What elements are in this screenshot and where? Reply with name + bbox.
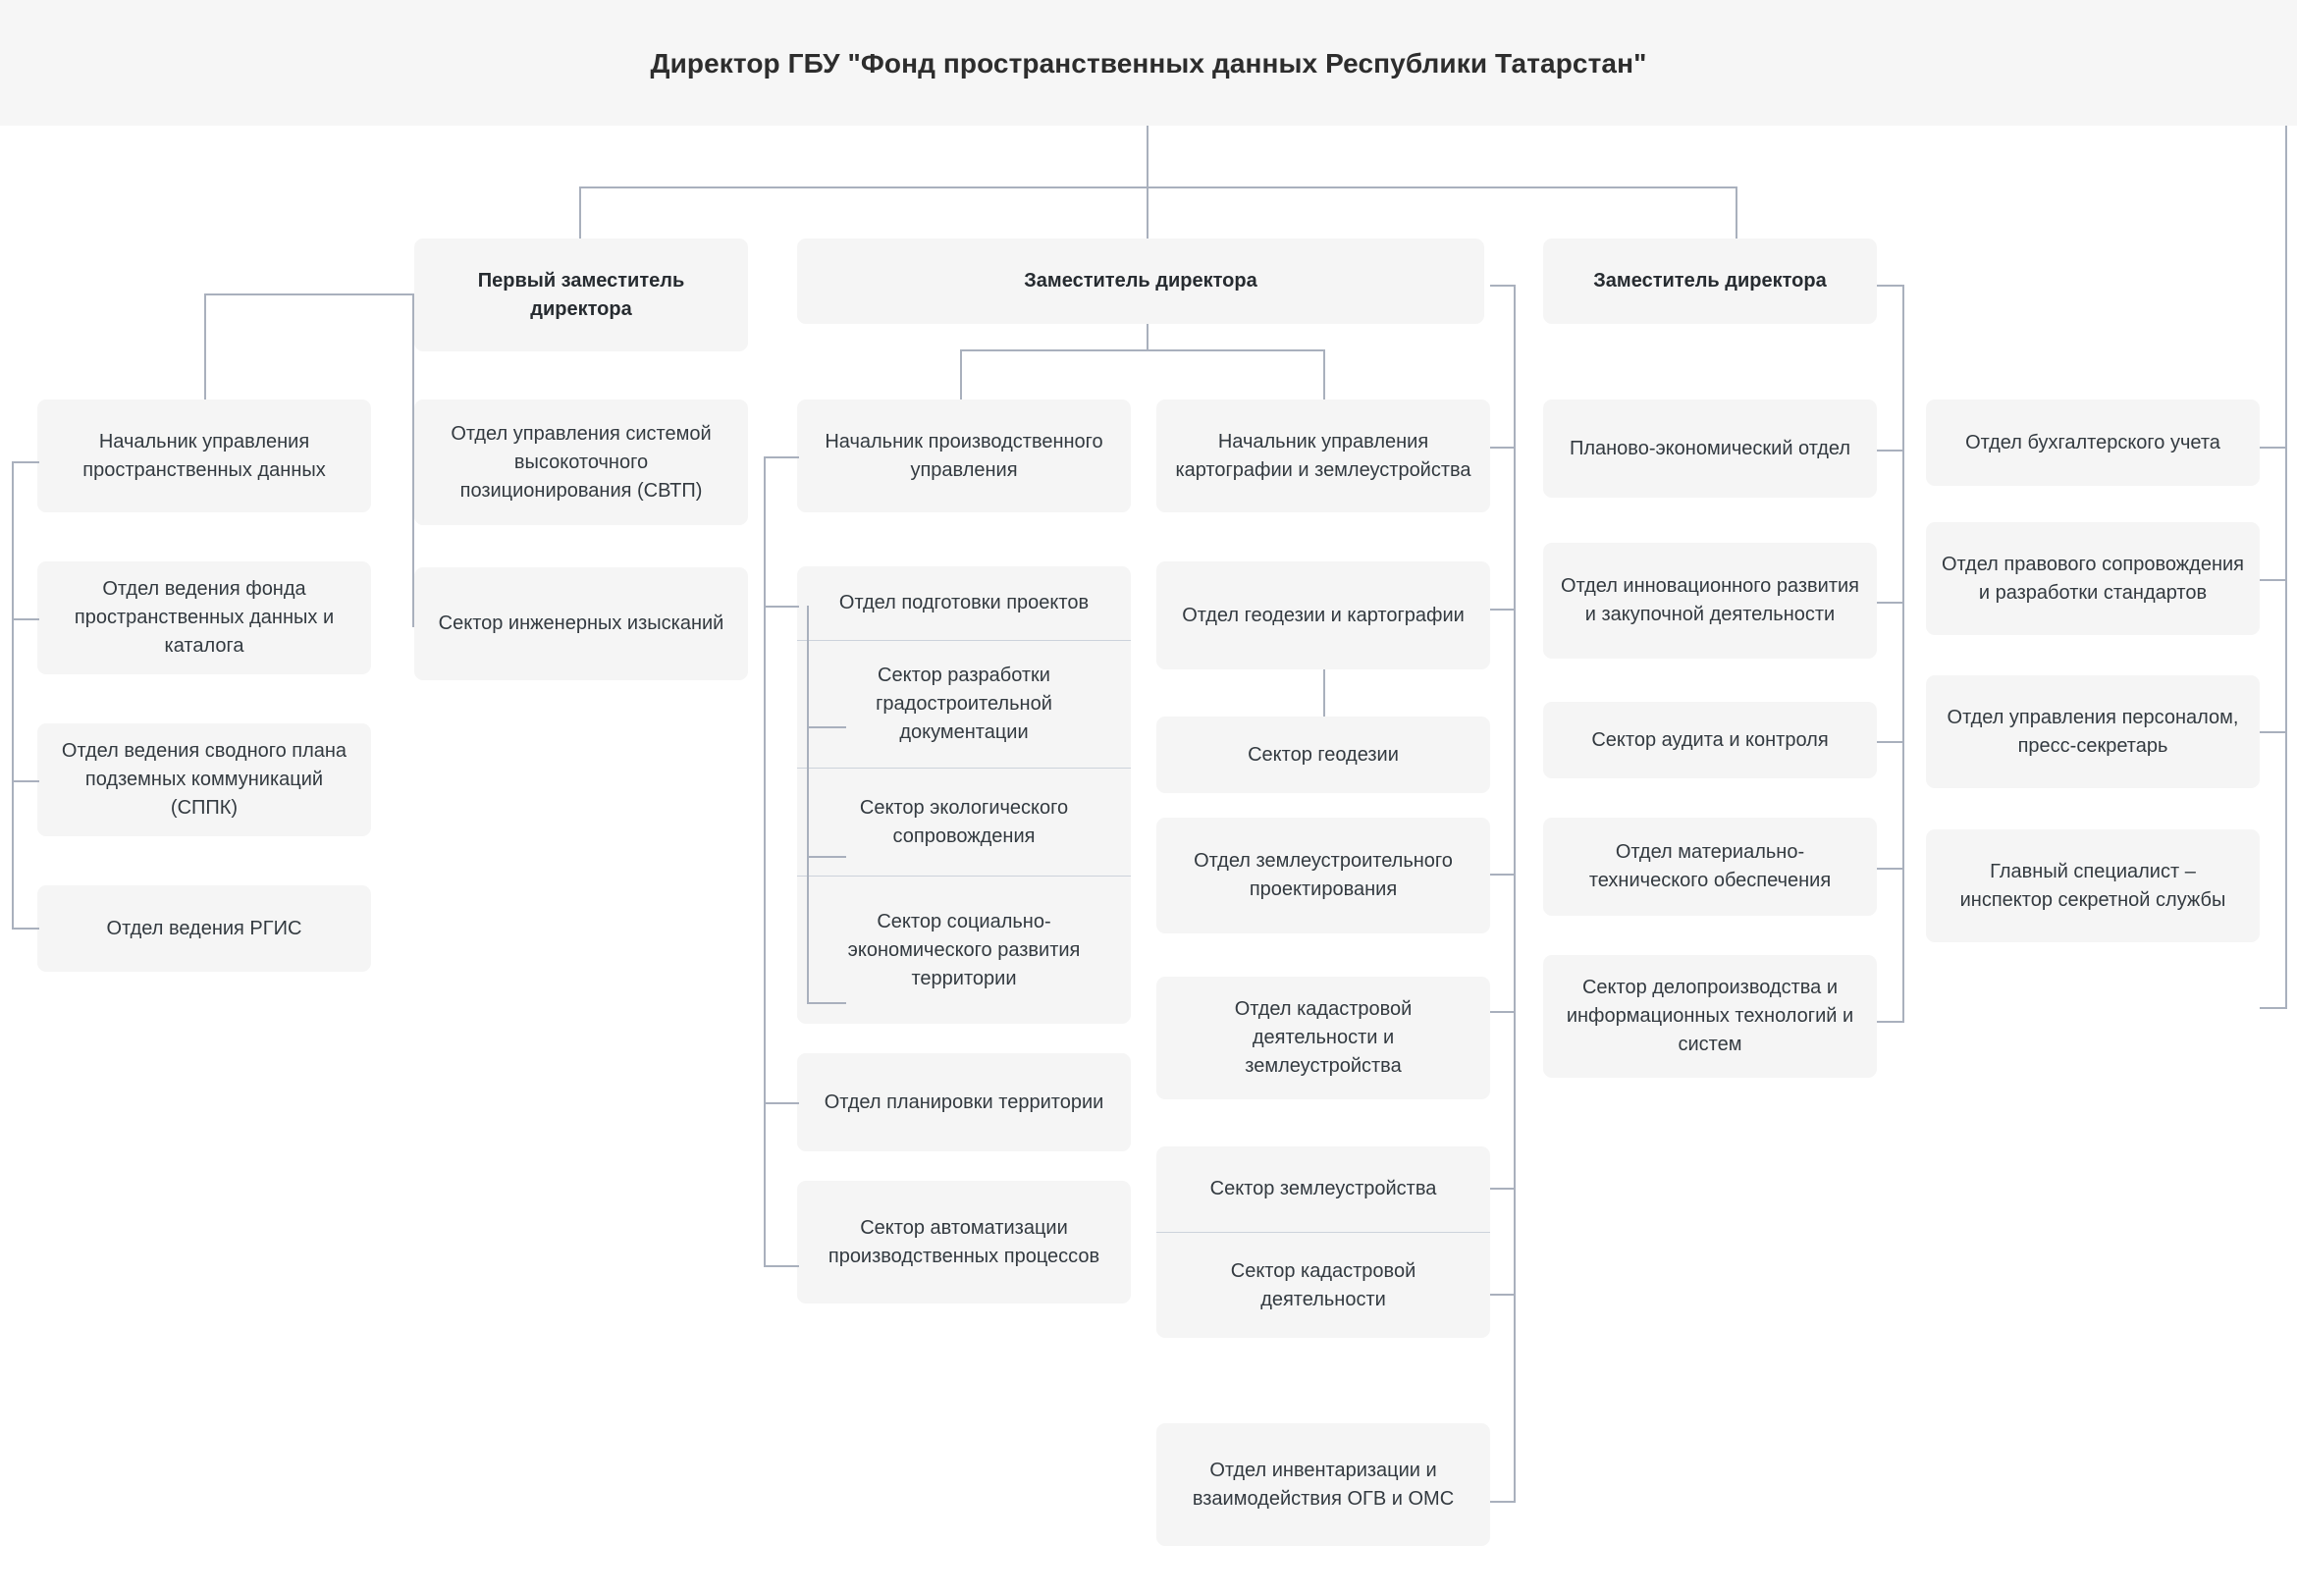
connector-col4-to-f2 <box>1490 1294 1516 1296</box>
connector-col4-to-head <box>1490 447 1516 449</box>
connector-col3-to-auto <box>764 1265 799 1267</box>
connector-deputy2-stem <box>1147 324 1148 351</box>
node-col2-b[interactable]: Сектор инженерных изысканий <box>414 567 748 680</box>
connector-col3-to-plan <box>764 1102 799 1104</box>
node-col5-c[interactable]: Сектор аудита и контроля <box>1543 702 1877 778</box>
stack-col3-projects: Отдел подготовки проектов Сектор разрабо… <box>797 566 1131 1024</box>
connector-deputy1-to-col1head-drop <box>204 293 206 399</box>
node-col3-s2[interactable]: Сектор разработки градостроительной доку… <box>797 641 1131 769</box>
node-col4-head[interactable]: Начальник управления картографии и земле… <box>1156 399 1490 512</box>
connector-col5-to-b <box>1877 602 1904 604</box>
connector-col1-to-d <box>12 928 39 930</box>
node-col5-b[interactable]: Отдел инновационного развития и закупочн… <box>1543 543 1877 659</box>
connector-col4-outer-top <box>1490 285 1516 287</box>
node-col3-s3[interactable]: Сектор экологического сопровождения <box>797 769 1131 877</box>
connector-deputy2-bus <box>960 349 1323 351</box>
connector-col3-to-head <box>764 456 799 458</box>
connector-col1-to-b <box>12 618 39 620</box>
node-col4-d[interactable]: Отдел землеустроительного проектирования <box>1156 818 1490 933</box>
connector-col4-to-b <box>1490 609 1516 611</box>
connector-col1-to-head <box>12 461 39 463</box>
connector-col3-to-group <box>764 606 799 608</box>
connector-col6-to-a <box>2260 447 2287 449</box>
node-col4-f2[interactable]: Сектор кадастровой деятельности <box>1230 1259 1416 1310</box>
connector-col4-to-g <box>1490 1501 1516 1503</box>
connector-deputy1-spine <box>412 293 414 627</box>
connector-col5-from-deputy <box>1877 285 1904 287</box>
node-col5-d[interactable]: Отдел материально-технического обеспечен… <box>1543 818 1877 916</box>
connector-col5-to-e <box>1877 1021 1904 1023</box>
node-col1-c[interactable]: Отдел ведения сводного плана подземных к… <box>37 723 371 836</box>
node-col3-s4[interactable]: Сектор социально-экономического развития… <box>847 910 1081 989</box>
page-title: Директор ГБУ "Фонд пространственных данн… <box>650 47 1647 79</box>
node-col4-c[interactable]: Сектор геодезии <box>1156 717 1490 793</box>
connector-col4-outer-spine <box>1514 285 1516 1502</box>
node-col1-d[interactable]: Отдел ведения РГИС <box>37 885 371 972</box>
connector-deputy2-to-col3 <box>960 349 962 400</box>
connector-col5-to-a <box>1877 450 1904 452</box>
node-col4-g[interactable]: Отдел инвентаризации и взаимодействия ОГ… <box>1156 1423 1490 1546</box>
node-col4-e[interactable]: Отдел кадастровой деятельности и землеус… <box>1156 977 1490 1099</box>
connector-deputy1-to-col1head-bus <box>204 293 414 295</box>
node-col4-b[interactable]: Отдел геодезии и картографии <box>1156 561 1490 669</box>
connector-col1-spine <box>12 461 14 929</box>
connector-col4-geodesy-drop <box>1323 669 1325 717</box>
node-col6-a[interactable]: Отдел бухгалтерского учета <box>1926 399 2260 486</box>
connector-deputy2-to-col4 <box>1323 349 1325 400</box>
connector-level1-bus <box>579 186 1737 188</box>
node-col1-b[interactable]: Отдел ведения фонда пространственных дан… <box>37 561 371 674</box>
node-col6-b[interactable]: Отдел правового сопровождения и разработ… <box>1926 522 2260 635</box>
node-col5-e[interactable]: Сектор делопроизводства и информационных… <box>1543 955 1877 1078</box>
connector-col3-inner-spine <box>807 606 809 1004</box>
connector-col4-to-d <box>1490 874 1516 876</box>
node-deputy-first[interactable]: Первый заместитель директора <box>414 239 748 351</box>
chart-title-band: Директор ГБУ "Фонд пространственных данн… <box>0 0 2297 126</box>
connector-col5-spine <box>1902 285 1904 1023</box>
connector-col3-spine <box>764 456 766 1266</box>
node-col3-s1[interactable]: Отдел подготовки проектов <box>797 566 1131 641</box>
connector-col6-to-d <box>2260 1007 2287 1009</box>
connector-col6-spine <box>2285 126 2287 1009</box>
connector-col4-sectors-riser <box>1514 1070 1516 1296</box>
connector-col5-to-d <box>1877 868 1904 870</box>
node-col4-f1[interactable]: Сектор землеустройства <box>1156 1146 1490 1233</box>
connector-col1-to-c <box>12 780 39 782</box>
node-col6-d[interactable]: Главный специалист – инспектор секретной… <box>1926 829 2260 942</box>
connector-col4-to-e <box>1490 1011 1516 1013</box>
connector-col6-to-c <box>2260 731 2287 733</box>
node-col2-a[interactable]: Отдел управления системой высокоточного … <box>414 399 748 525</box>
connector-to-deputy-first <box>579 186 581 240</box>
node-col1-head[interactable]: Начальник управления пространственных да… <box>37 399 371 512</box>
connector-to-deputy-third <box>1736 186 1737 240</box>
node-col3-d[interactable]: Сектор автоматизации производственных пр… <box>797 1181 1131 1303</box>
node-col3-c[interactable]: Отдел планировки территории <box>797 1053 1131 1151</box>
connector-col6-to-b <box>2260 579 2287 581</box>
connector-root-stem <box>1147 126 1148 188</box>
connector-col5-to-c <box>1877 741 1904 743</box>
connector-col3-inner-to-s2 <box>807 726 846 728</box>
node-deputy-second[interactable]: Заместитель директора <box>797 239 1484 324</box>
connector-col3-inner-to-s4 <box>807 1002 846 1004</box>
connector-to-deputy-second <box>1147 186 1148 240</box>
node-deputy-third[interactable]: Заместитель директора <box>1543 239 1877 324</box>
connector-col4-to-f1 <box>1490 1188 1516 1190</box>
connector-col3-inner-to-s3 <box>807 856 846 858</box>
stack-col4-sectors: Сектор землеустройства Сектор кадастрово… <box>1156 1146 1490 1338</box>
node-col5-a[interactable]: Планово-экономический отдел <box>1543 399 1877 498</box>
node-col6-c[interactable]: Отдел управления персоналом, пресс-секре… <box>1926 675 2260 788</box>
node-col3-head[interactable]: Начальник производственного управления <box>797 399 1131 512</box>
